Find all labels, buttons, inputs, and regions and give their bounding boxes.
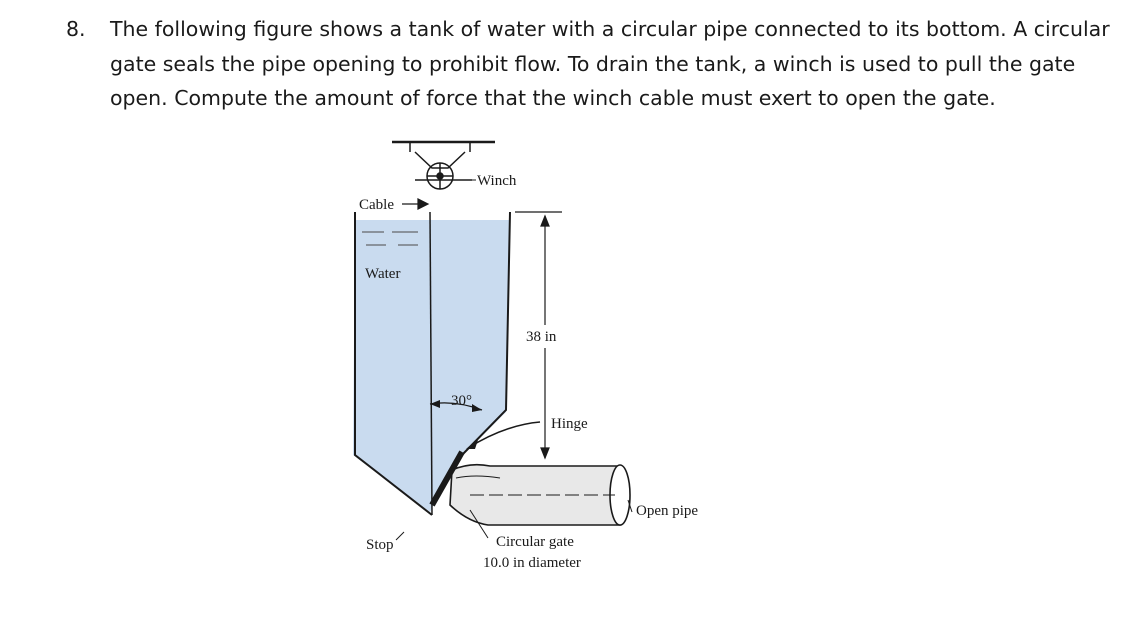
- circular-gate: [429, 450, 465, 507]
- question-block: 8. The following figure shows a tank of …: [66, 12, 1126, 116]
- gate-leader: [469, 509, 489, 539]
- angle-label: 30°: [451, 393, 472, 409]
- stop-label: Stop: [366, 537, 394, 553]
- open-pipe-leader: [627, 499, 633, 513]
- depth-dimension: [515, 211, 562, 460]
- water-label: Water: [365, 266, 400, 282]
- angle-arrow-left: [430, 400, 440, 408]
- hinge-label: Hinge: [551, 416, 588, 432]
- gate-label-line1: Circular gate: [496, 534, 574, 550]
- question-number: 8.: [66, 17, 86, 41]
- question-text: The following figure shows a tank of wat…: [110, 17, 1110, 110]
- depth-label: 38 in: [526, 329, 557, 345]
- cable-label: Cable: [359, 197, 394, 213]
- stop-leader: [395, 531, 405, 541]
- gate-label-line2: 10.0 in diameter: [483, 555, 581, 571]
- angle-arrow-right: [472, 404, 482, 412]
- hinge-arrow: [466, 440, 478, 449]
- open-pipe: [449, 463, 631, 526]
- cable-arrow: [402, 198, 430, 210]
- open-pipe-label: Open pipe: [636, 503, 698, 519]
- tank-wall: [354, 211, 511, 516]
- water-surface-marks: [362, 231, 418, 246]
- winch-label: Winch: [477, 173, 517, 189]
